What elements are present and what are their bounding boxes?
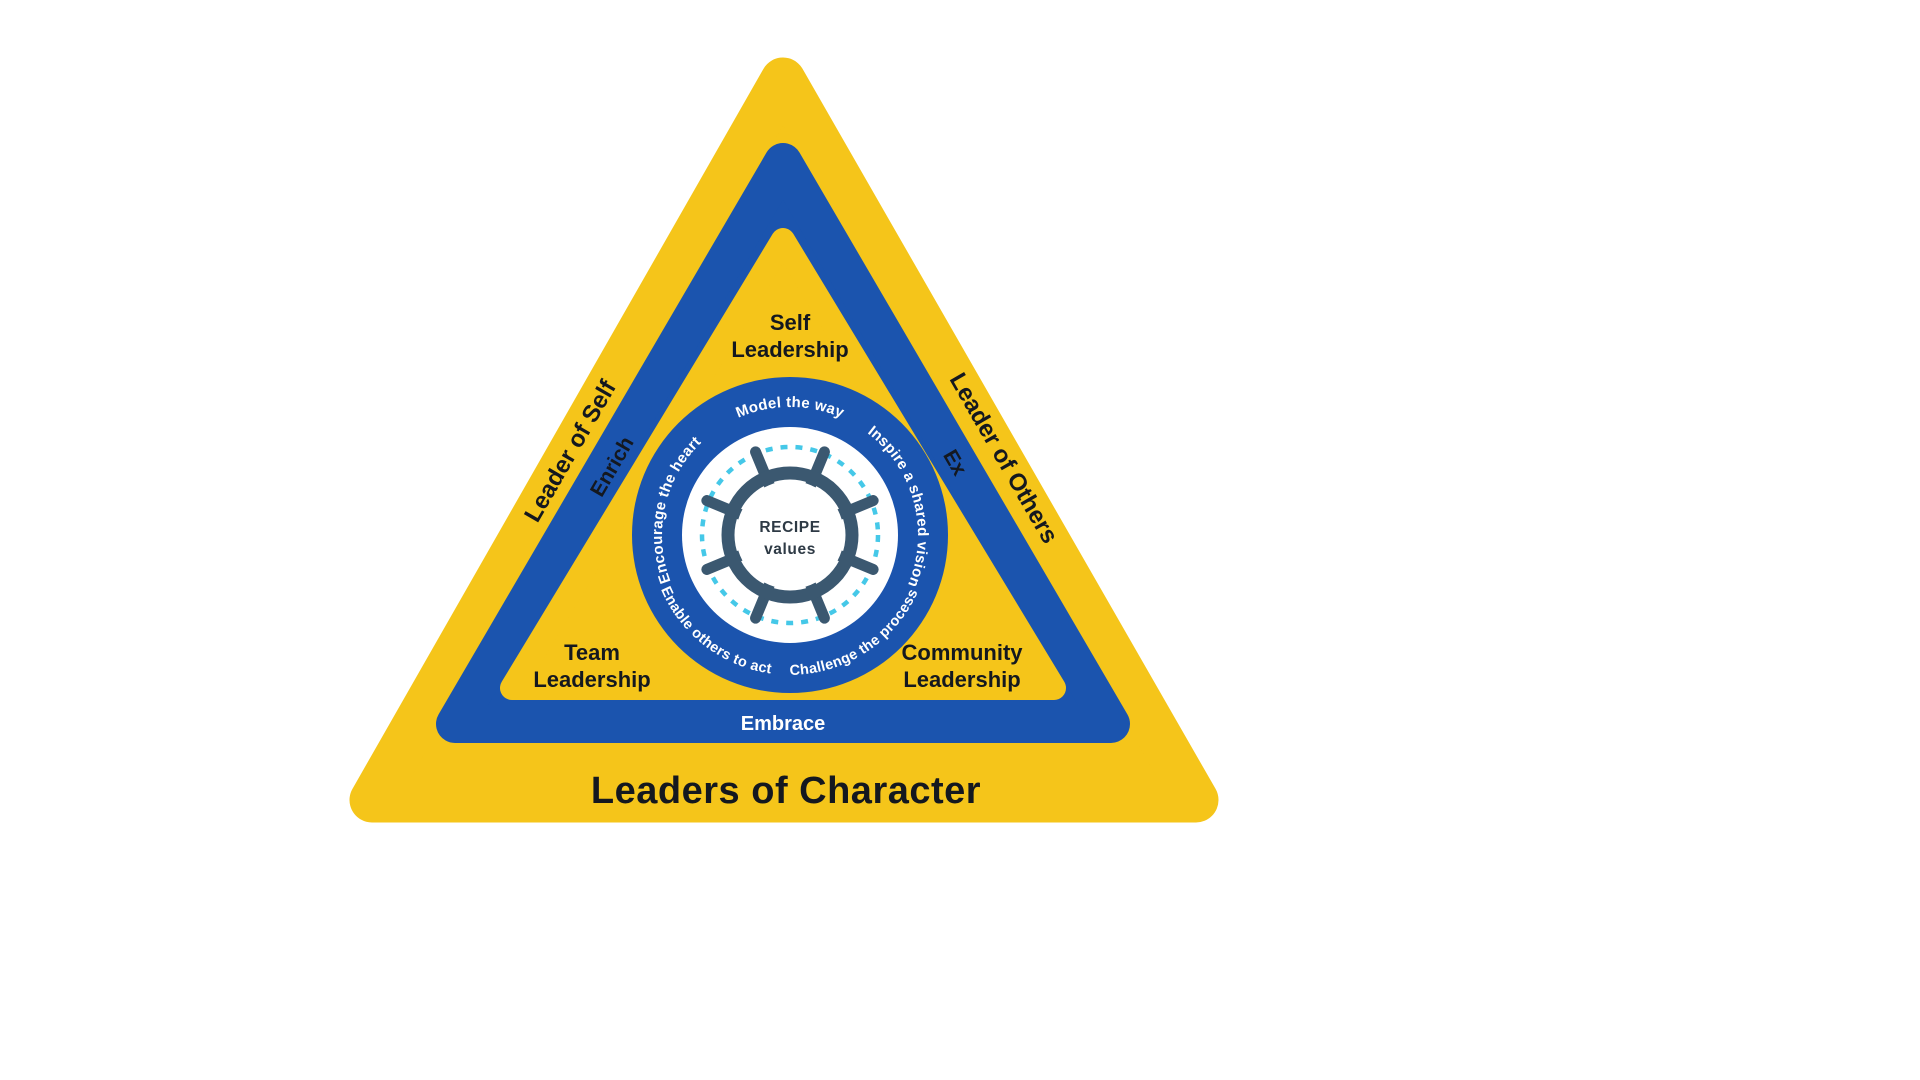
wheel-hub <box>736 481 844 589</box>
community-leadership-line2: Leadership <box>903 667 1020 692</box>
self-leadership-line1: Self <box>770 310 811 335</box>
team-leadership-label: Team Leadership <box>533 640 650 692</box>
wheel-rim <box>721 466 859 604</box>
center-values-line1: RECIPE <box>759 519 820 536</box>
ships-wheel-icon: RECIPE values <box>699 444 881 626</box>
rope-dashed-ring <box>699 444 881 626</box>
diagram-title: Leaders of Character <box>591 770 981 812</box>
community-leadership-line1: Community <box>902 640 1024 665</box>
community-leadership-label: Community Leadership <box>902 640 1024 692</box>
center-values-line2: values <box>764 541 816 558</box>
self-leadership-line2: Leadership <box>731 337 848 362</box>
embrace-label: Embrace <box>741 713 826 735</box>
team-leadership-line1: Team <box>564 640 620 665</box>
self-leadership-label: Self Leadership <box>731 310 848 362</box>
team-leadership-line2: Leadership <box>533 667 650 692</box>
